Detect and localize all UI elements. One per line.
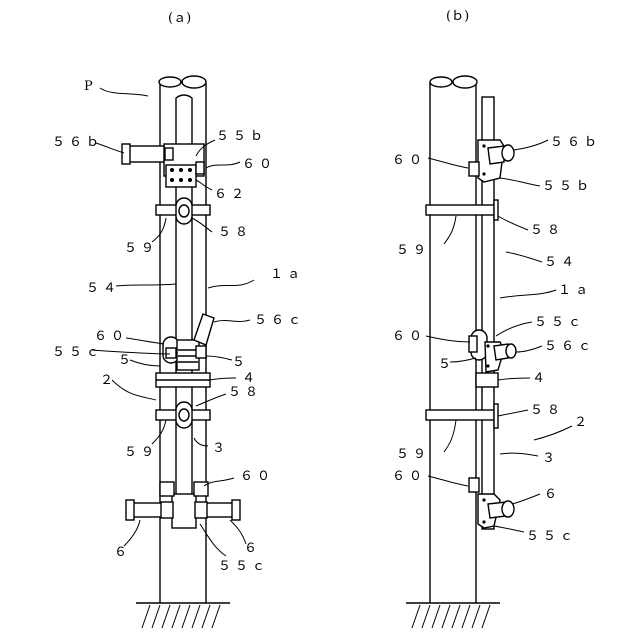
band-58-top-a bbox=[156, 198, 210, 224]
label-58-top-b: ５８ bbox=[530, 223, 564, 238]
label-58-top-a: ５８ bbox=[218, 225, 252, 240]
label-60-bot-a: ６０ bbox=[240, 469, 274, 484]
label-55c-mid-a: ５５ｃ bbox=[52, 345, 103, 360]
ground-a bbox=[136, 603, 230, 628]
leaders-b bbox=[426, 140, 572, 532]
panel-b: (ｂ) bbox=[392, 9, 601, 628]
label-59-top-b: ５９ bbox=[396, 243, 430, 258]
panel-b-caption: (ｂ) bbox=[446, 9, 469, 24]
label-5-b: ５ bbox=[438, 357, 455, 372]
label-58-bot-a: ５８ bbox=[228, 385, 262, 400]
label-6-b: ６ bbox=[544, 487, 561, 502]
label-2-a: ２ bbox=[100, 373, 117, 388]
label-60-bot-b: ６０ bbox=[392, 469, 426, 484]
label-60-top-b: ６０ bbox=[392, 153, 426, 168]
label-6-left-a: ６ bbox=[114, 545, 131, 560]
label-3-a: ３ bbox=[212, 441, 229, 456]
label-60-top-a: ６０ bbox=[242, 157, 276, 172]
label-56b-b: ５６ｂ bbox=[550, 135, 601, 150]
label-56c-a: ５６ｃ bbox=[254, 313, 305, 328]
label-62-a: ６２ bbox=[214, 187, 248, 202]
labels-b: ５６ｂ ６０ ５５ｂ ５８ ５９ ５４ １ａ ５５ｃ ６０ ５６ｃ ５ ４ ５８… bbox=[392, 135, 601, 544]
label-55b-b: ５５ｂ bbox=[542, 179, 593, 194]
label-59-top-a: ５９ bbox=[124, 241, 158, 256]
label-6-right-a: ６ bbox=[244, 541, 261, 556]
band-58-bot-a bbox=[156, 402, 210, 428]
label-4-b: ４ bbox=[532, 371, 549, 386]
label-59-bot-a: ５９ bbox=[124, 445, 158, 460]
label-55c-bot-a: ５５ｃ bbox=[218, 559, 269, 574]
label-59-bot-b: ５９ bbox=[396, 447, 430, 462]
label-1a-a: １ａ bbox=[270, 267, 304, 282]
step-55b-a bbox=[122, 144, 204, 187]
label-54-a: ５４ bbox=[86, 281, 120, 296]
label-55c-b: ５５ｃ bbox=[534, 315, 585, 330]
ground-b bbox=[406, 603, 500, 628]
label-5-left-a: ５ bbox=[118, 353, 135, 368]
label-4-a: ４ bbox=[242, 371, 259, 386]
label-55b-a: ５５ｂ bbox=[216, 129, 267, 144]
label-P: P bbox=[84, 79, 97, 94]
label-56b-a: ５６ｂ bbox=[52, 135, 103, 150]
label-60-mid-a: ６０ bbox=[94, 329, 128, 344]
label-55c-bot-b: ５５ｃ bbox=[526, 529, 577, 544]
label-2-b: ２ bbox=[574, 415, 591, 430]
panel-a-caption: (ａ) bbox=[168, 11, 191, 26]
label-60-mid-b: ６０ bbox=[392, 329, 426, 344]
panel-a: (ａ) bbox=[52, 11, 305, 628]
label-5-right-a: ５ bbox=[232, 355, 249, 370]
label-56c-b: ５６ｃ bbox=[544, 339, 595, 354]
label-1a-b: １ａ bbox=[558, 283, 592, 298]
label-3-b: ３ bbox=[542, 451, 559, 466]
label-54-b: ５４ bbox=[544, 255, 578, 270]
label-58-bot-b: ５８ bbox=[530, 403, 564, 418]
